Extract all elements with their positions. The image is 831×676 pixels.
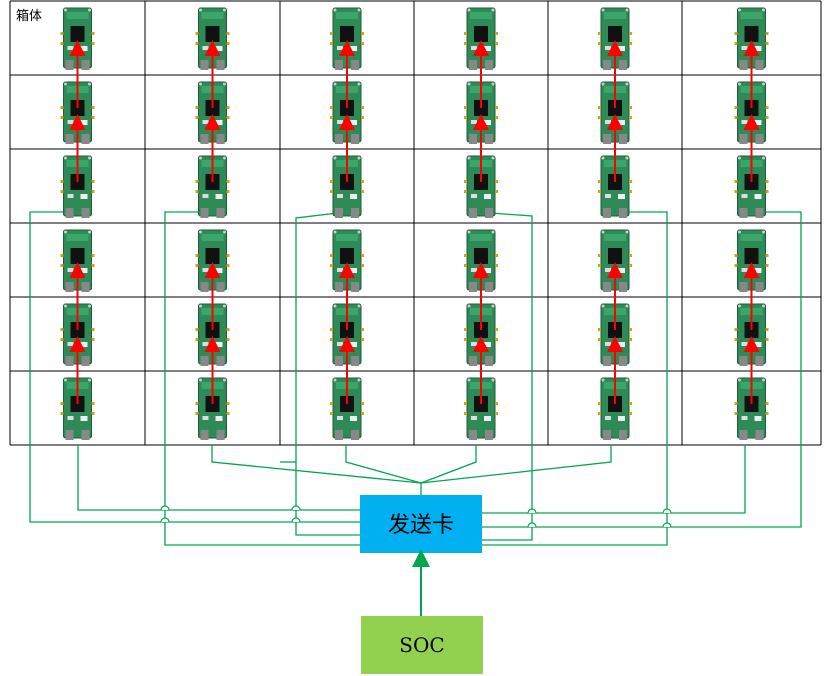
data-cable [482,211,668,546]
wire-crossover [291,505,301,511]
data-cable [29,211,360,523]
data-cable [295,211,360,536]
connection-wires [29,211,802,546]
data-cable [420,445,477,484]
wire-crossover [662,522,672,528]
data-cable [211,445,422,484]
wire-crossover [527,508,537,514]
receiver-cards [60,7,769,441]
wire-crossover [291,517,301,523]
wire-crossover [527,522,537,528]
sender-card-label: 发送卡 [388,513,454,538]
cabinet-label: 箱体 [16,8,42,24]
wire-crossover [160,505,170,511]
data-cable [77,445,360,511]
soc-box: SOC [361,616,483,674]
wire-crossover [160,517,170,523]
wire-crossover [662,508,672,514]
data-cable [420,445,612,484]
data-cable [482,211,802,528]
soc-label: SOC [399,633,444,657]
data-cable [475,211,533,541]
sender-card-box: 发送卡 [360,495,482,553]
data-cable [482,445,746,514]
data-cable [345,445,422,484]
data-cable [164,211,360,546]
cabinet-grid [9,0,822,446]
